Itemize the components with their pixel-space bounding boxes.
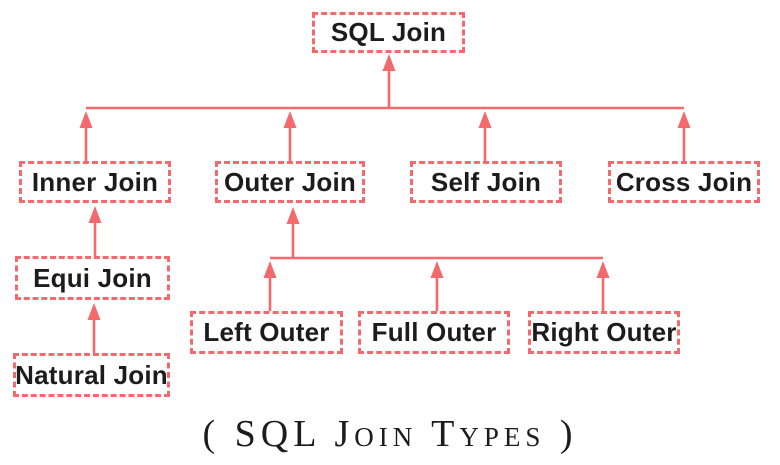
node-label: Inner Join [31, 166, 159, 197]
arrowhead-natural-join [87, 303, 101, 320]
node-label: Right Outer [531, 317, 677, 347]
node-label: Equi Join [33, 262, 152, 293]
node-self-join: Self Join [410, 161, 562, 203]
node-natural-join: Natural Join [13, 353, 170, 397]
arrowhead-root [382, 54, 396, 71]
node-label: Left Outer [203, 317, 330, 347]
node-right-outer: Right Outer [528, 311, 680, 354]
arrowhead-equi-join [88, 206, 102, 223]
arrowhead-outer-join-up [286, 207, 300, 224]
arrowhead-cross-join [677, 111, 691, 128]
arrowhead-outer-join-top [283, 111, 297, 128]
node-label: Cross Join [615, 166, 753, 197]
node-full-outer: Full Outer [358, 311, 510, 354]
node-inner-join: Inner Join [19, 161, 171, 203]
node-outer-join: Outer Join [215, 161, 365, 203]
node-label: Full Outer [371, 317, 497, 347]
node-left-outer: Left Outer [190, 311, 343, 354]
arrowhead-left-outer [263, 261, 277, 278]
arrowhead-right-outer [596, 261, 610, 278]
node-equi-join: Equi Join [15, 256, 170, 300]
diagram-caption: ( SQL Join Types ) [202, 413, 578, 455]
node-cross-join: Cross Join [608, 161, 760, 203]
node-label: SQL Join [330, 17, 447, 47]
node-label: Self Join [430, 166, 542, 197]
arrowhead-inner-join [79, 111, 93, 128]
node-label: Natural Join [15, 359, 168, 390]
node-sql-join: SQL Join [312, 12, 465, 53]
arrowhead-self-join [478, 111, 492, 128]
arrowhead-full-outer [430, 261, 444, 278]
node-label: Outer Join [223, 166, 356, 197]
